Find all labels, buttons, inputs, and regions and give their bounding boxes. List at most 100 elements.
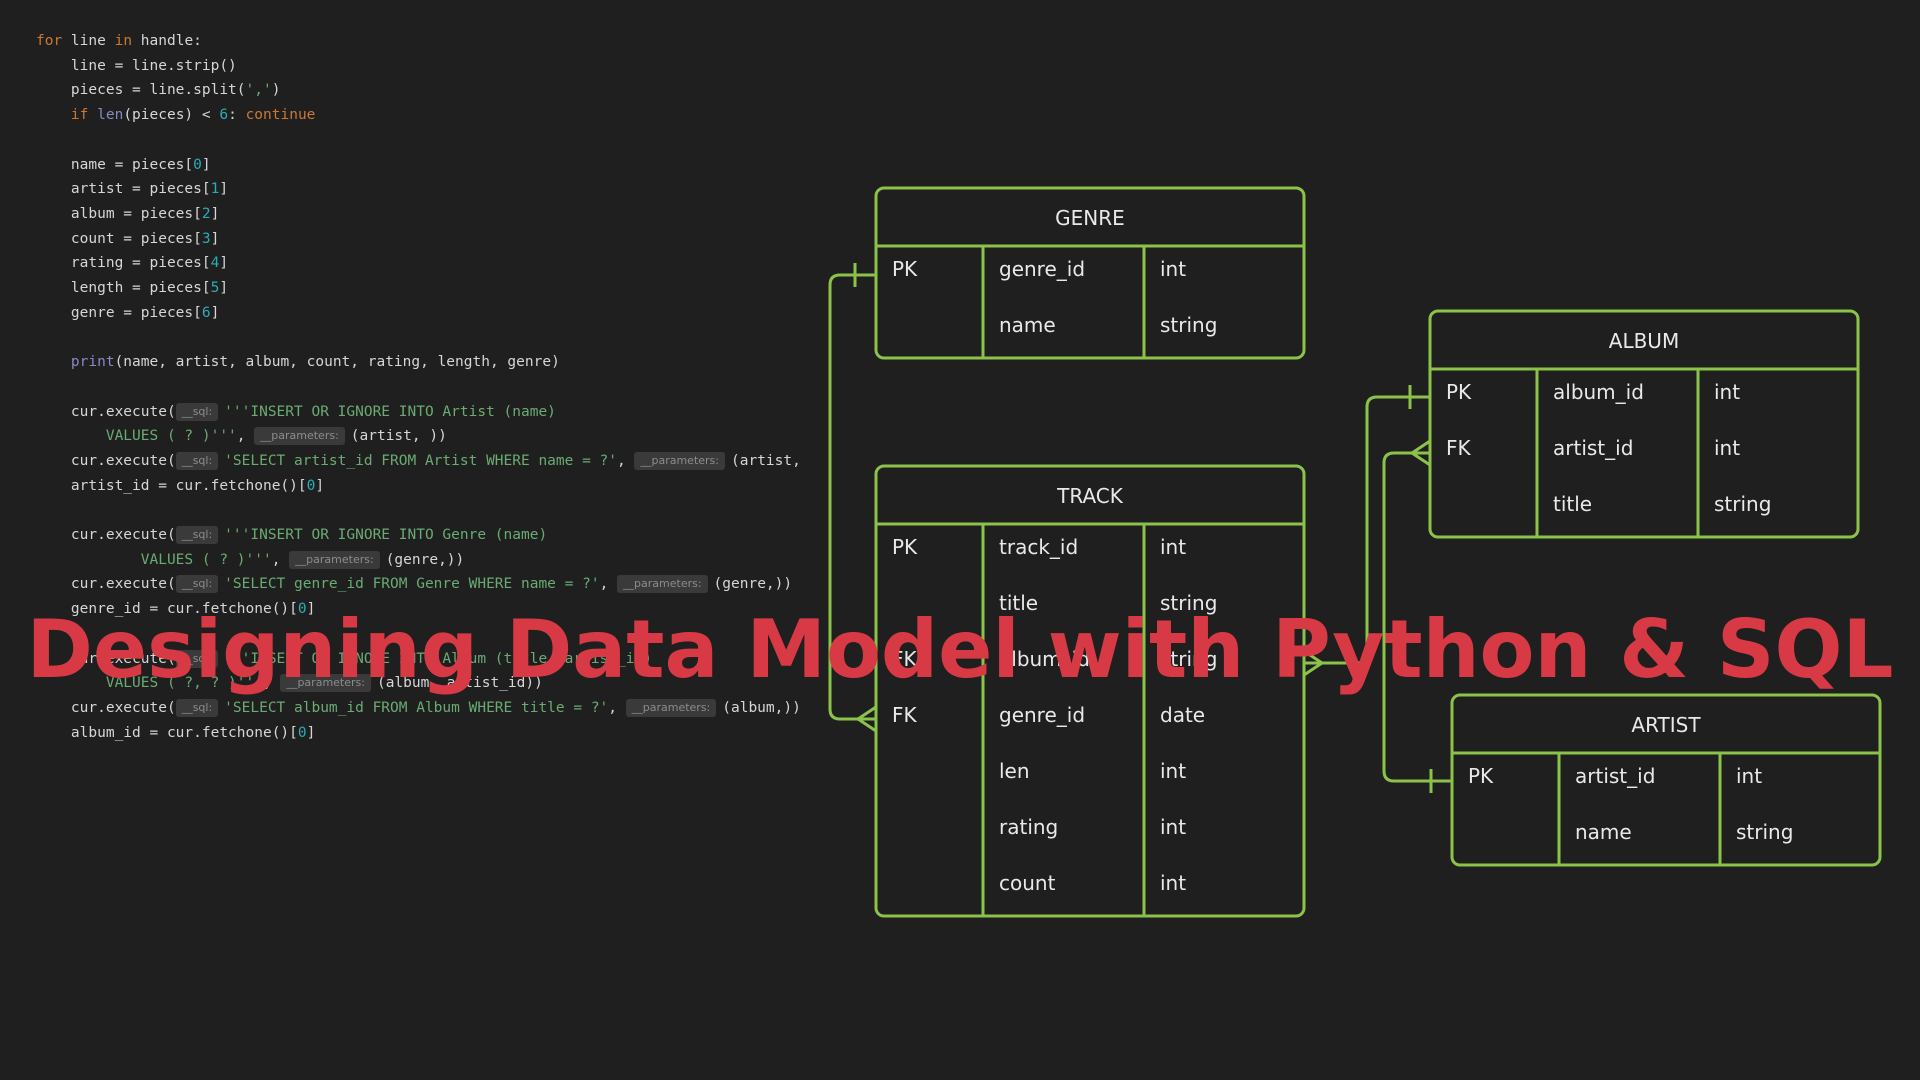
code-token: genre_id = cur.fetchone()[ xyxy=(36,601,298,618)
track-field-type: int xyxy=(1160,535,1186,559)
track-field-type: string xyxy=(1160,591,1217,615)
parameter-hint: __parameters: xyxy=(634,451,725,470)
code-token: 0 xyxy=(297,601,307,618)
album-field-name: artist_id xyxy=(1553,436,1633,460)
album-table-title: ALBUM xyxy=(1609,329,1679,353)
code-line: VALUES ( ? )''', __parameters:(genre,)) xyxy=(36,549,464,571)
code-line: cur.execute(__sql:'''INSERT OR IGNORE IN… xyxy=(36,648,652,670)
track-field-name: genre_id xyxy=(999,703,1085,727)
crow-foot-marker xyxy=(1411,439,1431,467)
code-editor: for line in handle: line = line.strip() … xyxy=(36,30,816,750)
parameter-hint: __sql: xyxy=(175,402,219,421)
track-field-name: title xyxy=(999,591,1038,615)
code-line: cur.execute(__sql:'SELECT artist_id FROM… xyxy=(36,450,801,472)
code-token: 4 xyxy=(210,255,220,272)
genre-table-title: GENRE xyxy=(1055,206,1125,230)
code-token: ] xyxy=(210,304,220,321)
album-track-connector xyxy=(1304,395,1430,665)
code-line: print(name, artist, album, count, rating… xyxy=(36,351,560,373)
code-line: cur.execute(__sql:'''INSERT OR IGNORE IN… xyxy=(36,524,547,546)
parameter-hint: __sql: xyxy=(175,698,219,717)
genre-field-type: int xyxy=(1160,257,1186,281)
code-token: ',' xyxy=(245,82,272,99)
code-line: pieces = line.split(',') xyxy=(36,79,281,101)
code-line: length = pieces[5] xyxy=(36,277,228,299)
genre-field-name: genre_id xyxy=(999,257,1085,281)
track-key-label: PK xyxy=(892,535,918,559)
code-line: for line in handle: xyxy=(36,30,202,52)
code-token: ) xyxy=(271,82,281,99)
code-token: (album, artist_id)) xyxy=(376,675,543,692)
code-token: , xyxy=(262,675,281,692)
code-token: VALUES ( ?, ? )''' xyxy=(36,675,263,692)
code-line: album = pieces[2] xyxy=(36,203,219,225)
code-token: (artist, )) xyxy=(350,428,447,445)
track-field-name: len xyxy=(999,759,1030,783)
track-field-type: int xyxy=(1160,759,1186,783)
code-token: cur.execute( xyxy=(36,452,176,469)
code-token: (genre,)) xyxy=(713,576,793,593)
code-token: name = pieces[ xyxy=(36,156,194,173)
track-table-box xyxy=(874,464,1306,918)
genre-field-name: name xyxy=(999,313,1056,337)
code-token: ] xyxy=(306,601,316,618)
track-field-type: date xyxy=(1160,703,1205,727)
code-token: 'SELECT artist_id FROM Artist WHERE name… xyxy=(224,452,618,469)
code-token: 3 xyxy=(201,230,211,247)
code-token: cur.execute( xyxy=(36,527,176,543)
code-token: 'SELECT album_id FROM Album WHERE title … xyxy=(224,699,609,716)
code-line: album_id = cur.fetchone()[0] xyxy=(36,722,315,744)
code-token: ] xyxy=(219,255,229,272)
code-token: 0 xyxy=(297,724,307,741)
code-token: ] xyxy=(210,205,220,222)
code-token: for xyxy=(36,33,63,49)
code-token: VALUES ( ? )''' xyxy=(36,428,237,445)
code-line: genre_id = cur.fetchone()[0] xyxy=(36,598,315,620)
parameter-hint: __parameters: xyxy=(617,575,708,594)
parameter-hint: __sql: xyxy=(175,649,219,668)
artist-table-title: ARTIST xyxy=(1631,713,1701,737)
album-field-name: album_id xyxy=(1553,380,1644,404)
code-token: cur.execute( xyxy=(36,650,176,667)
album-field-type: int xyxy=(1714,380,1740,404)
code-token: print xyxy=(70,354,115,371)
code-token: line xyxy=(62,33,115,49)
code-token: (pieces) < xyxy=(123,107,220,124)
parameter-hint: __parameters: xyxy=(254,427,345,446)
track-field-type: string xyxy=(1160,647,1217,671)
code-token: if xyxy=(70,107,89,124)
code-token: , xyxy=(599,576,618,593)
genre-table-box xyxy=(874,186,1306,360)
code-line: count = pieces[3] xyxy=(36,228,219,250)
code-token: 0 xyxy=(193,156,202,173)
code-token: (album,)) xyxy=(722,699,801,716)
track-key-label: FK xyxy=(892,703,918,727)
code-token: , xyxy=(236,428,255,445)
album-key-label: PK xyxy=(1446,380,1472,404)
code-token: album_id = cur.fetchone()[ xyxy=(36,724,298,741)
code-token: ] xyxy=(201,156,211,173)
code-token: (name, artist, album, count, rating, len… xyxy=(114,354,560,371)
code-token: : xyxy=(228,107,246,124)
track-field-name: count xyxy=(999,871,1056,895)
code-line: VALUES ( ? )''', __parameters: (artist, )… xyxy=(36,425,447,447)
code-token: ] xyxy=(315,477,325,494)
code-token: cur.execute( xyxy=(36,576,176,593)
code-token: ] xyxy=(210,230,220,247)
code-token: rating = pieces[ xyxy=(36,255,211,272)
code-token: 1 xyxy=(210,181,220,198)
code-token: artist = pieces[ xyxy=(36,181,211,198)
code-line: name = pieces[0] xyxy=(36,154,211,176)
album-table-box xyxy=(1428,309,1860,539)
artist-field-name: artist_id xyxy=(1575,764,1655,788)
code-token: ] xyxy=(219,280,229,296)
code-line: artist = pieces[1] xyxy=(36,178,228,200)
code-token: len xyxy=(97,107,124,124)
genre-track-connector xyxy=(828,273,876,721)
track-table-title: TRACK xyxy=(1056,484,1124,508)
parameter-hint: __sql: xyxy=(175,526,219,544)
parameter-hint: __sql: xyxy=(175,575,219,594)
parameter-hint: __parameters: xyxy=(280,674,371,693)
